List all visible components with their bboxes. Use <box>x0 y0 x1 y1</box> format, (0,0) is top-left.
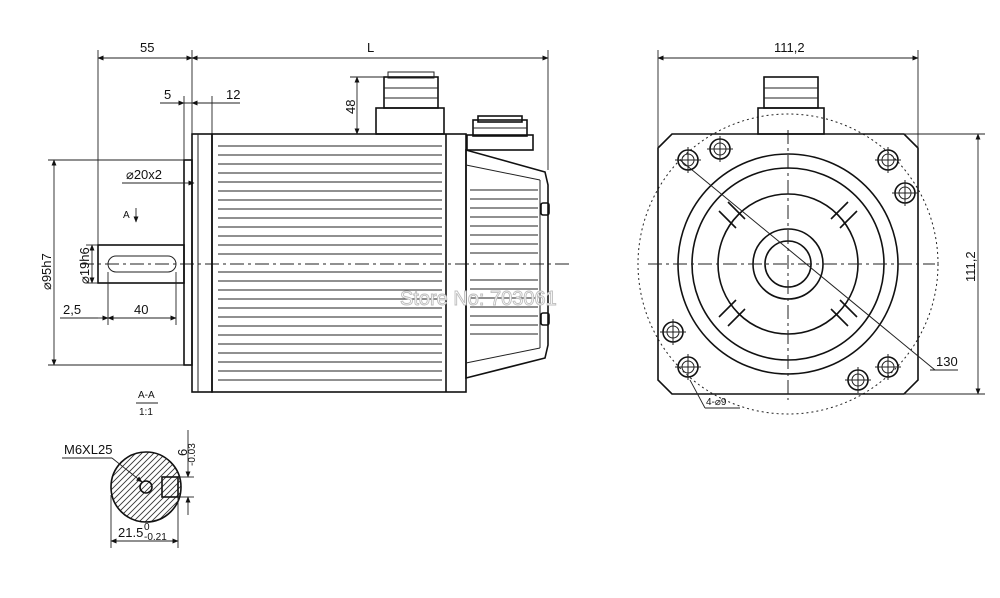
key-section <box>161 476 179 498</box>
hatch-line <box>145 452 181 522</box>
dim-key-depth-label: 21.5 <box>118 525 143 540</box>
dim-holes-label: 4-⌀9 <box>706 397 727 408</box>
section-hatching <box>26 447 181 527</box>
section-view: A-A 1:1 M6XL25 6 -0.03 21.5 0 -0.21 <box>26 390 198 548</box>
hatch-line <box>26 447 106 527</box>
flange-pilot <box>183 159 193 366</box>
dim-key-depth-tol-upper: 0 <box>144 522 150 533</box>
hatch-line <box>151 452 181 522</box>
side-view: 55 L 5 12 48 ⌀20x2 A ⌀95h7 ⌀19h6 <box>39 40 570 393</box>
hatch-line <box>169 452 181 522</box>
dim-height-label: 111,2 <box>963 251 978 282</box>
dim-shaft-label: ⌀19h6 <box>77 247 92 284</box>
diagonal-line <box>679 159 936 371</box>
dim-bolt-circle-label: 130 <box>936 354 958 369</box>
hatch-line <box>157 452 181 522</box>
hatch-line <box>111 452 155 522</box>
dim-pilot-label: ⌀95h7 <box>39 253 54 290</box>
motor-body <box>211 133 467 393</box>
cooling-fins <box>218 145 442 381</box>
hatch-line <box>115 452 181 522</box>
hatch-line <box>111 452 167 522</box>
dim-key-width-label: 6 <box>175 449 190 456</box>
hatch-line <box>163 452 181 522</box>
dim-12-label: 12 <box>226 87 240 102</box>
dim-width-label: 111,2 <box>774 40 805 55</box>
hatch-line <box>111 452 113 522</box>
section-marker-A: A <box>123 210 130 221</box>
dim-L-label: L <box>367 40 374 55</box>
shaft-section-circle <box>110 451 182 523</box>
thread-hole <box>139 480 153 494</box>
hatch-line <box>133 452 181 522</box>
hatch-line <box>111 452 125 522</box>
encoder-cap <box>465 148 550 380</box>
hatch-line <box>111 452 131 522</box>
front-view: 111,2 111,2 130 4-⌀9 <box>637 40 985 415</box>
dim-thread-label: M6XL25 <box>64 442 112 457</box>
dim-key-width-tol: -0.03 <box>187 443 198 466</box>
bolt-circle <box>637 113 939 415</box>
spokes <box>718 201 858 327</box>
mounting-holes <box>660 136 918 393</box>
hatch-line <box>111 452 143 522</box>
flange <box>191 133 213 393</box>
hatch-line <box>139 452 181 522</box>
shaft-key <box>107 255 177 273</box>
hatch-line <box>111 452 161 522</box>
power-connector <box>375 71 445 135</box>
hatch-line <box>111 452 149 522</box>
dim-40-label: 40 <box>134 302 148 317</box>
hatch-line <box>111 452 119 522</box>
front-connector <box>757 76 825 135</box>
hatch-line <box>111 452 173 522</box>
watermark: Store No: 703061 <box>400 288 557 310</box>
encoder-connector <box>466 115 534 151</box>
hatch-line <box>111 452 181 522</box>
dim-hole-label: ⌀20x2 <box>126 167 162 182</box>
dim-2-5-label: 2,5 <box>63 302 81 317</box>
section-scale: 1:1 <box>139 407 153 418</box>
dim-5-label: 5 <box>164 87 171 102</box>
dim-48-label: 48 <box>343 100 358 114</box>
dim-key-depth-tol-lower: -0.21 <box>144 532 167 543</box>
section-label: A-A <box>138 390 155 401</box>
hatch-line <box>127 452 181 522</box>
dim-55-label: 55 <box>140 40 154 55</box>
